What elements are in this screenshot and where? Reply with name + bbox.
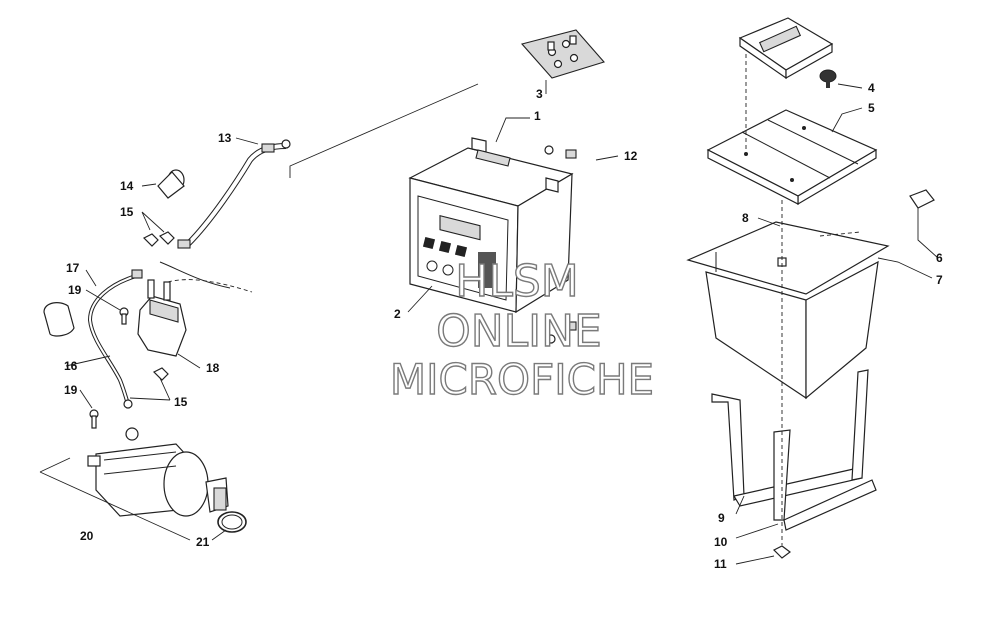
callout-8: 8: [742, 211, 749, 225]
callout-1: 1: [534, 109, 541, 123]
callout-11: 11: [714, 557, 727, 571]
callout-6: 6: [936, 251, 943, 265]
callout-15-upper: 15: [120, 205, 134, 219]
battery-box-lid: [706, 109, 878, 206]
watermark-line-3: MICROFICHE: [390, 355, 654, 404]
callout-2: 2: [394, 307, 401, 321]
callout-19-lower: 19: [64, 383, 78, 397]
bolt-lower: [89, 409, 99, 429]
battery-label-graphics: [422, 236, 496, 288]
callout-10: 10: [714, 535, 728, 549]
nut-upper: [142, 231, 175, 247]
callout-7: 7: [936, 273, 943, 287]
electrical-module: [738, 17, 834, 80]
watermark: HLSM ONLINE MICROFICHE: [389, 255, 655, 404]
starter-shaft-gear: [213, 487, 227, 511]
rubber-grommet: [909, 189, 935, 209]
callout-12: 12: [624, 149, 638, 163]
solenoid-boot: [43, 302, 75, 337]
hold-down-strap: [711, 369, 869, 507]
callout-14: 14: [120, 179, 134, 193]
callout-leaders: [65, 80, 939, 565]
fuse-cap: [819, 69, 837, 88]
battery-box: [686, 221, 890, 400]
o-ring: [217, 511, 247, 533]
watermark-line-1: HLSM: [455, 256, 579, 307]
callout-labels: 1 2 3 4 5 6 7 8 9 10 11 12 13 14 15 15 1…: [64, 81, 943, 571]
callout-9: 9: [718, 511, 725, 525]
callout-18: 18: [206, 361, 220, 375]
starter-solenoid: [137, 261, 253, 357]
terminal-boot: [157, 169, 185, 199]
terminal-hardware-kit: [520, 29, 605, 79]
callout-16: 16: [64, 359, 78, 373]
solenoid-wire: [87, 269, 143, 409]
callout-17: 17: [66, 261, 80, 275]
negative-battery-cable: [177, 139, 291, 249]
callout-20: 20: [80, 529, 94, 543]
callout-3: 3: [536, 87, 543, 101]
positive-battery-cable: [544, 145, 614, 344]
callout-21: 21: [196, 535, 210, 549]
nut-lower: [152, 367, 169, 381]
callout-5: 5: [868, 101, 875, 115]
strap-nut: [772, 545, 791, 559]
bolt-upper: [119, 307, 129, 325]
callout-19-upper: 19: [68, 283, 82, 297]
callout-4: 4: [868, 81, 875, 95]
callout-13: 13: [218, 131, 232, 145]
starter-motor: [87, 427, 229, 517]
battery: [408, 137, 574, 314]
watermark-line-2: ONLINE: [436, 306, 602, 357]
callout-15-lower: 15: [174, 395, 188, 409]
